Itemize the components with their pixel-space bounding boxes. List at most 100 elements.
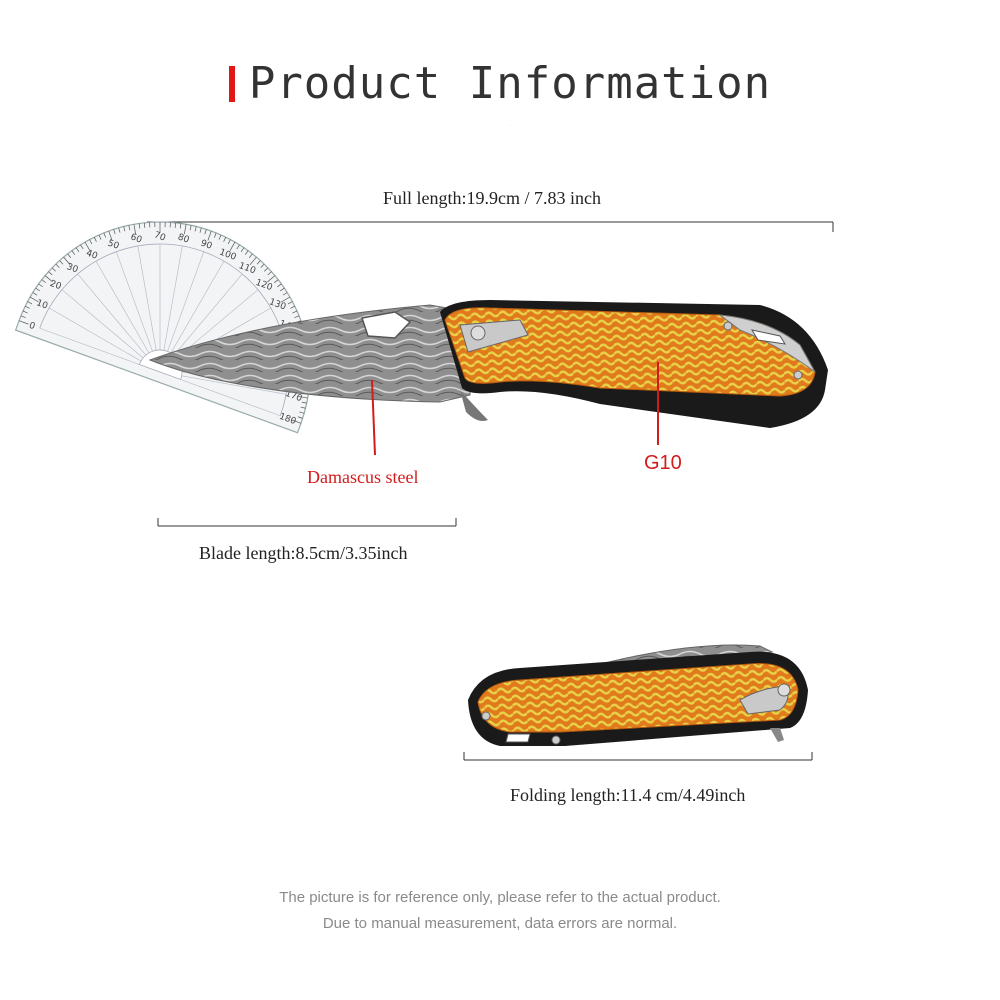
protractor-ray — [39, 327, 140, 365]
protractor-tick — [149, 222, 151, 228]
lanyard-hole — [750, 329, 786, 345]
protractor-tick — [199, 227, 202, 233]
protractor-tick — [103, 232, 107, 238]
protractor-tick — [44, 275, 53, 283]
folded-knife — [468, 644, 808, 746]
protractor-ray — [159, 243, 161, 350]
protractor-tick — [183, 224, 187, 235]
protractor-tick — [38, 283, 43, 288]
protractor-ray — [115, 251, 153, 352]
protractor-tick — [204, 229, 207, 235]
open-knife — [148, 300, 828, 428]
protractor-tick — [248, 253, 253, 258]
protractor-tick — [240, 247, 245, 252]
protractor-tick — [229, 241, 236, 251]
protractor-tick — [108, 230, 113, 241]
protractor-tick — [138, 223, 141, 229]
protractor-ray — [137, 245, 157, 351]
protractor: 0102030405060708090100110120130140150160… — [14, 221, 311, 434]
protractor-tick — [282, 292, 288, 296]
title-text: Product Information — [248, 58, 772, 109]
protractor-tick — [159, 221, 161, 232]
blade-length-bracket — [157, 518, 457, 527]
protractor-tick — [179, 223, 182, 229]
protractor-tick — [291, 419, 302, 424]
protractor-label: 70 — [153, 230, 167, 243]
protractor-tick — [67, 253, 71, 258]
protractor-tick — [292, 310, 298, 314]
protractor-tick — [267, 275, 276, 283]
page-title: Product Information — [0, 58, 1000, 109]
protractor-tick — [113, 229, 116, 235]
protractor-tick — [27, 301, 33, 305]
title-accent-bar — [228, 65, 235, 102]
protractor-tick — [98, 234, 102, 240]
protractor-tick — [299, 411, 305, 414]
damascus-callout-line — [371, 379, 376, 456]
pivot-screw — [470, 325, 486, 341]
protractor-tick — [297, 416, 303, 419]
folded-handle-screw — [551, 735, 561, 745]
protractor-ray — [163, 245, 183, 351]
protractor-label: 30 — [65, 262, 79, 275]
folded-lanyard-hole — [505, 733, 531, 743]
protractor-tick — [274, 279, 279, 283]
protractor-tick — [41, 279, 46, 284]
footer-disclaimer-2: Due to manual measurement, data errors a… — [322, 915, 678, 932]
protractor-tick — [154, 222, 156, 228]
protractor-label: 80 — [176, 232, 190, 245]
protractor-label: 20 — [48, 279, 62, 292]
protractor-tick — [93, 237, 97, 242]
protractor-ray — [181, 375, 287, 395]
protractor-tick — [89, 239, 93, 245]
protractor-tick — [118, 227, 121, 233]
protractor-ray — [170, 260, 225, 354]
handle-screw — [723, 321, 733, 331]
protractor-tick — [51, 267, 56, 272]
protractor-ray — [180, 379, 281, 417]
protractor-ray — [77, 273, 147, 356]
flipper-tab — [460, 390, 488, 421]
protractor-label: 10 — [35, 298, 49, 311]
protractor-tick — [75, 247, 80, 253]
protractor-tick — [301, 401, 307, 404]
protractor-tick — [297, 395, 308, 399]
protractor-tick — [22, 310, 28, 314]
protractor-tick — [281, 296, 291, 303]
protractor-tick — [290, 305, 295, 309]
protractor-ray — [61, 289, 144, 359]
handle-screw — [793, 370, 803, 380]
protractor-tick — [277, 283, 282, 288]
protractor-tick — [123, 226, 126, 232]
protractor-tick — [249, 256, 257, 265]
blade-thumb-hole — [361, 311, 412, 339]
protractor-tick — [29, 296, 39, 303]
protractor-tick — [35, 287, 40, 292]
folded-handle-scale — [477, 663, 799, 733]
protractor-tick — [80, 244, 84, 250]
protractor-tick — [174, 222, 177, 228]
folding-length-bracket — [463, 752, 813, 761]
protractor-tick — [133, 224, 137, 235]
protractor-tick — [207, 230, 212, 241]
blade-length-label: Blade length:8.5cm/3.35inch — [199, 543, 408, 563]
protractor-ray — [173, 273, 243, 356]
protractor-tick — [164, 222, 166, 228]
protractor-tick — [18, 320, 29, 325]
protractor-tick — [214, 232, 217, 238]
protractor-ray — [48, 307, 142, 362]
protractor-tick — [84, 241, 91, 251]
footer-disclaimer-1: The picture is for reference only, pleas… — [279, 889, 721, 906]
protractor-tick — [169, 222, 171, 228]
protractor-tick — [143, 222, 146, 228]
protractor-tick — [256, 260, 261, 265]
protractor-tick — [20, 315, 26, 318]
protractor-tick — [294, 315, 300, 319]
protractor-tick — [260, 263, 265, 268]
protractor-tick — [267, 271, 272, 276]
protractor-tick — [218, 234, 222, 240]
folded-flipper-tab — [770, 728, 784, 742]
protractor-tick — [279, 287, 285, 292]
protractor-label: 90 — [199, 238, 213, 251]
protractor-tick — [71, 250, 76, 255]
